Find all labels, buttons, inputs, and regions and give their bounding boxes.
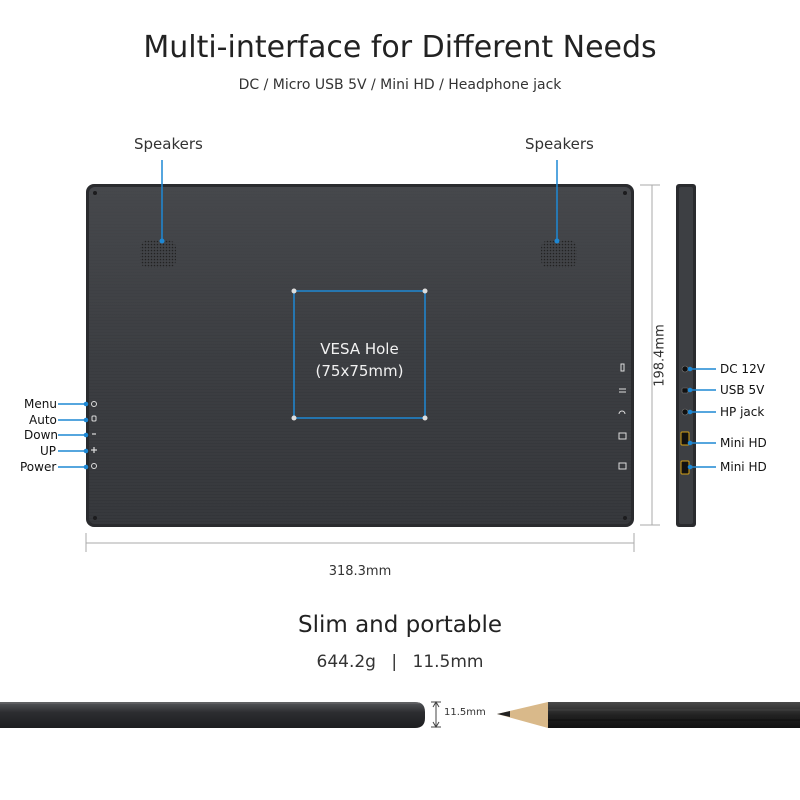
height-label: 198.4mm: [652, 324, 668, 387]
thickness-spec: 11.5mm: [412, 652, 484, 672]
vesa-square: [291, 288, 428, 421]
panel-port-icons: [618, 363, 627, 470]
vesa-label-line1: VESA Hole: [320, 340, 399, 358]
thickness-label: 11.5mm: [444, 707, 486, 718]
button-label-up: UP: [40, 444, 57, 458]
panel-buttons: [58, 401, 97, 470]
button-label-menu: Menu: [24, 397, 57, 411]
button-label-down: Down: [24, 428, 59, 442]
width-label: 318.3mm: [328, 564, 392, 579]
width-dimension: [85, 533, 635, 552]
slim-bar: [0, 702, 425, 728]
port-label-dc: DC 12V: [720, 362, 765, 376]
speaker-callouts: [159, 160, 560, 244]
vesa-label-line2: (75x75mm): [315, 362, 404, 380]
weight-spec: 644.2g: [316, 652, 376, 672]
left-speaker-label: Speakers: [134, 135, 203, 153]
right-speaker-grill: [541, 240, 577, 268]
vesa-label: VESA Hole (75x75mm): [294, 338, 425, 382]
pencil: [497, 702, 800, 728]
right-speaker-label: Speakers: [525, 135, 594, 153]
port-label-hp: HP jack: [720, 405, 765, 419]
port-label-minihd-2: Mini HD: [720, 460, 767, 474]
height-dimension: [640, 184, 660, 526]
page-subtitle: DC / Micro USB 5V / Mini HD / Headphone …: [238, 77, 562, 93]
slim-title: Slim and portable: [297, 612, 503, 638]
spec-separator: |: [391, 652, 398, 672]
monitor-side-profile: [676, 184, 716, 527]
button-label-auto: Auto: [29, 413, 57, 427]
port-label-usb: USB 5V: [720, 383, 765, 397]
left-speaker-grill: [140, 240, 176, 268]
slim-specs: 644.2g | 11.5mm: [0, 652, 800, 672]
button-label-power: Power: [20, 460, 57, 474]
monitor-back-panel: [86, 184, 634, 527]
port-label-minihd-1: Mini HD: [720, 436, 767, 450]
thickness-dimension: [431, 701, 441, 728]
page-title: Multi-interface for Different Needs: [143, 30, 657, 65]
